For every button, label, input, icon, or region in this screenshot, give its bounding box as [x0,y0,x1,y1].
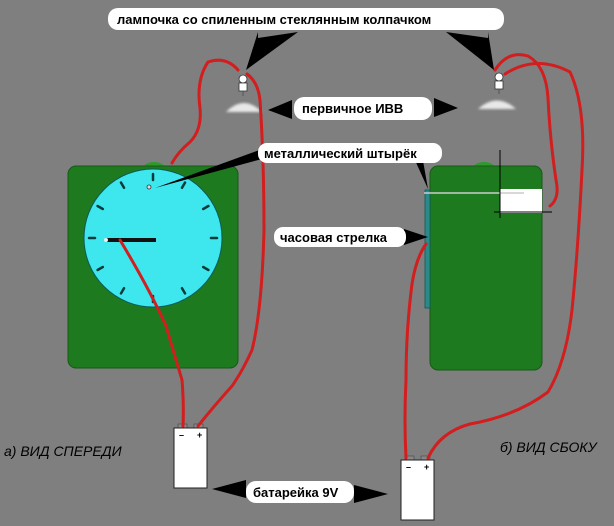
label-hand: часовая стрелка [280,230,388,245]
caption-front-view: а) ВИД СПЕРЕДИ [4,443,123,459]
pointer-primary-left [268,100,292,119]
front-metal-pin [146,184,152,190]
wire-hand-to-battery [118,238,185,428]
pointer-pin-front [155,148,265,188]
pointer-lamp-side [446,32,494,70]
pointers [155,32,494,503]
wire-lamp-side-to-battery [426,62,585,460]
pointer-battery-left [212,480,246,498]
hand-pivot [104,238,108,242]
pointer-primary-right [434,98,458,117]
wire-lamp-front-to-battery [196,72,266,428]
battery-front-plus: + [197,430,202,440]
pointer-hand-side [404,229,428,245]
label-pin: металлический штырёк [264,146,417,161]
label-lamp: лампочка со спиленным стеклянным колпачк… [117,12,431,27]
battery-side-plus: + [424,462,429,472]
label-hand-box [274,227,406,247]
label-primary-box [294,97,432,120]
wires [118,53,585,460]
pointer-lamp-front [246,32,298,70]
wire-lamp-side-to-clock [493,53,559,208]
battery-side: – + [400,455,435,521]
front-clock [67,162,239,369]
label-battery: батарейка 9V [253,485,339,500]
pointer-battery-right [354,485,388,503]
battery-front: – + [173,423,208,489]
battery-front-minus: – [179,430,184,440]
label-battery-box [246,481,354,503]
label-primary: первичное ИВВ [302,101,403,116]
wire-lamp-front-to-clock [170,58,240,165]
label-lamp-box [108,8,504,30]
battery-side-minus: – [406,462,411,472]
primary-ivv-pile-front [226,103,262,112]
primary-ivv-pile-side [478,100,516,109]
side-clock [424,150,552,371]
pointer-pin-side [414,155,428,189]
label-pin-box [258,143,442,163]
lamp-side [494,72,504,94]
caption-side-view: б) ВИД СБОКУ [500,439,599,455]
wire-side-hand-to-battery [403,242,428,460]
lamp-front [238,74,248,96]
side-dial-edge [424,189,431,309]
